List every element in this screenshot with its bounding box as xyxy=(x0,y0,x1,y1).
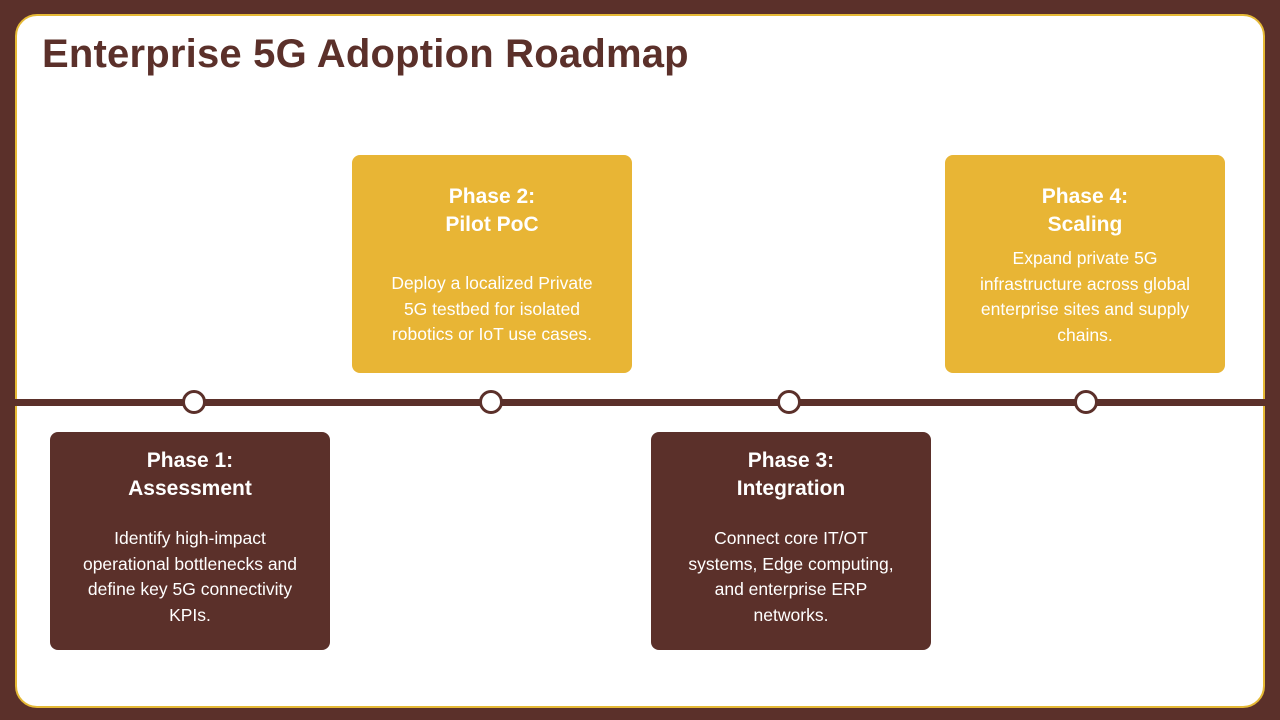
phase-title: Phase 3: Integration xyxy=(651,447,931,503)
phase-name: Assessment xyxy=(128,477,252,500)
phase-title: Phase 4: Scaling xyxy=(945,183,1225,239)
phase-card-2: Phase 2: Pilot PoC Deploy a localized Pr… xyxy=(352,155,632,373)
phase-description: Deploy a localized Private 5G testbed fo… xyxy=(391,273,593,344)
timeline-marker-phase-4 xyxy=(1074,390,1098,414)
phase-title: Phase 1: Assessment xyxy=(50,447,330,503)
timeline-marker-phase-3 xyxy=(777,390,801,414)
phase-heading: Phase 1: xyxy=(146,449,234,472)
phase-description: Expand private 5G infrastructure across … xyxy=(979,248,1191,345)
phase-title: Phase 2: Pilot PoC xyxy=(352,183,632,239)
phase-heading: Phase 2: xyxy=(448,185,536,208)
phase-card-3: Phase 3: Integration Connect core IT/OT … xyxy=(651,432,931,650)
phase-heading: Phase 4: xyxy=(1041,185,1129,208)
phase-description: Connect core IT/OT systems, Edge computi… xyxy=(688,528,894,625)
phase-description: Identify high-impact operational bottlen… xyxy=(82,528,298,625)
phase-card-4: Phase 4: Scaling Expand private 5G infra… xyxy=(945,155,1225,373)
phase-name: Integration xyxy=(736,477,846,500)
phase-name: Scaling xyxy=(1047,213,1123,236)
timeline-marker-phase-1 xyxy=(182,390,206,414)
slide-title: Enterprise 5G Adoption Roadmap xyxy=(42,32,689,76)
phase-name: Pilot PoC xyxy=(445,213,539,236)
timeline-marker-phase-2 xyxy=(479,390,503,414)
timeline-line xyxy=(0,399,1280,406)
phase-heading: Phase 3: xyxy=(747,449,835,472)
phase-card-1: Phase 1: Assessment Identify high-impact… xyxy=(50,432,330,650)
